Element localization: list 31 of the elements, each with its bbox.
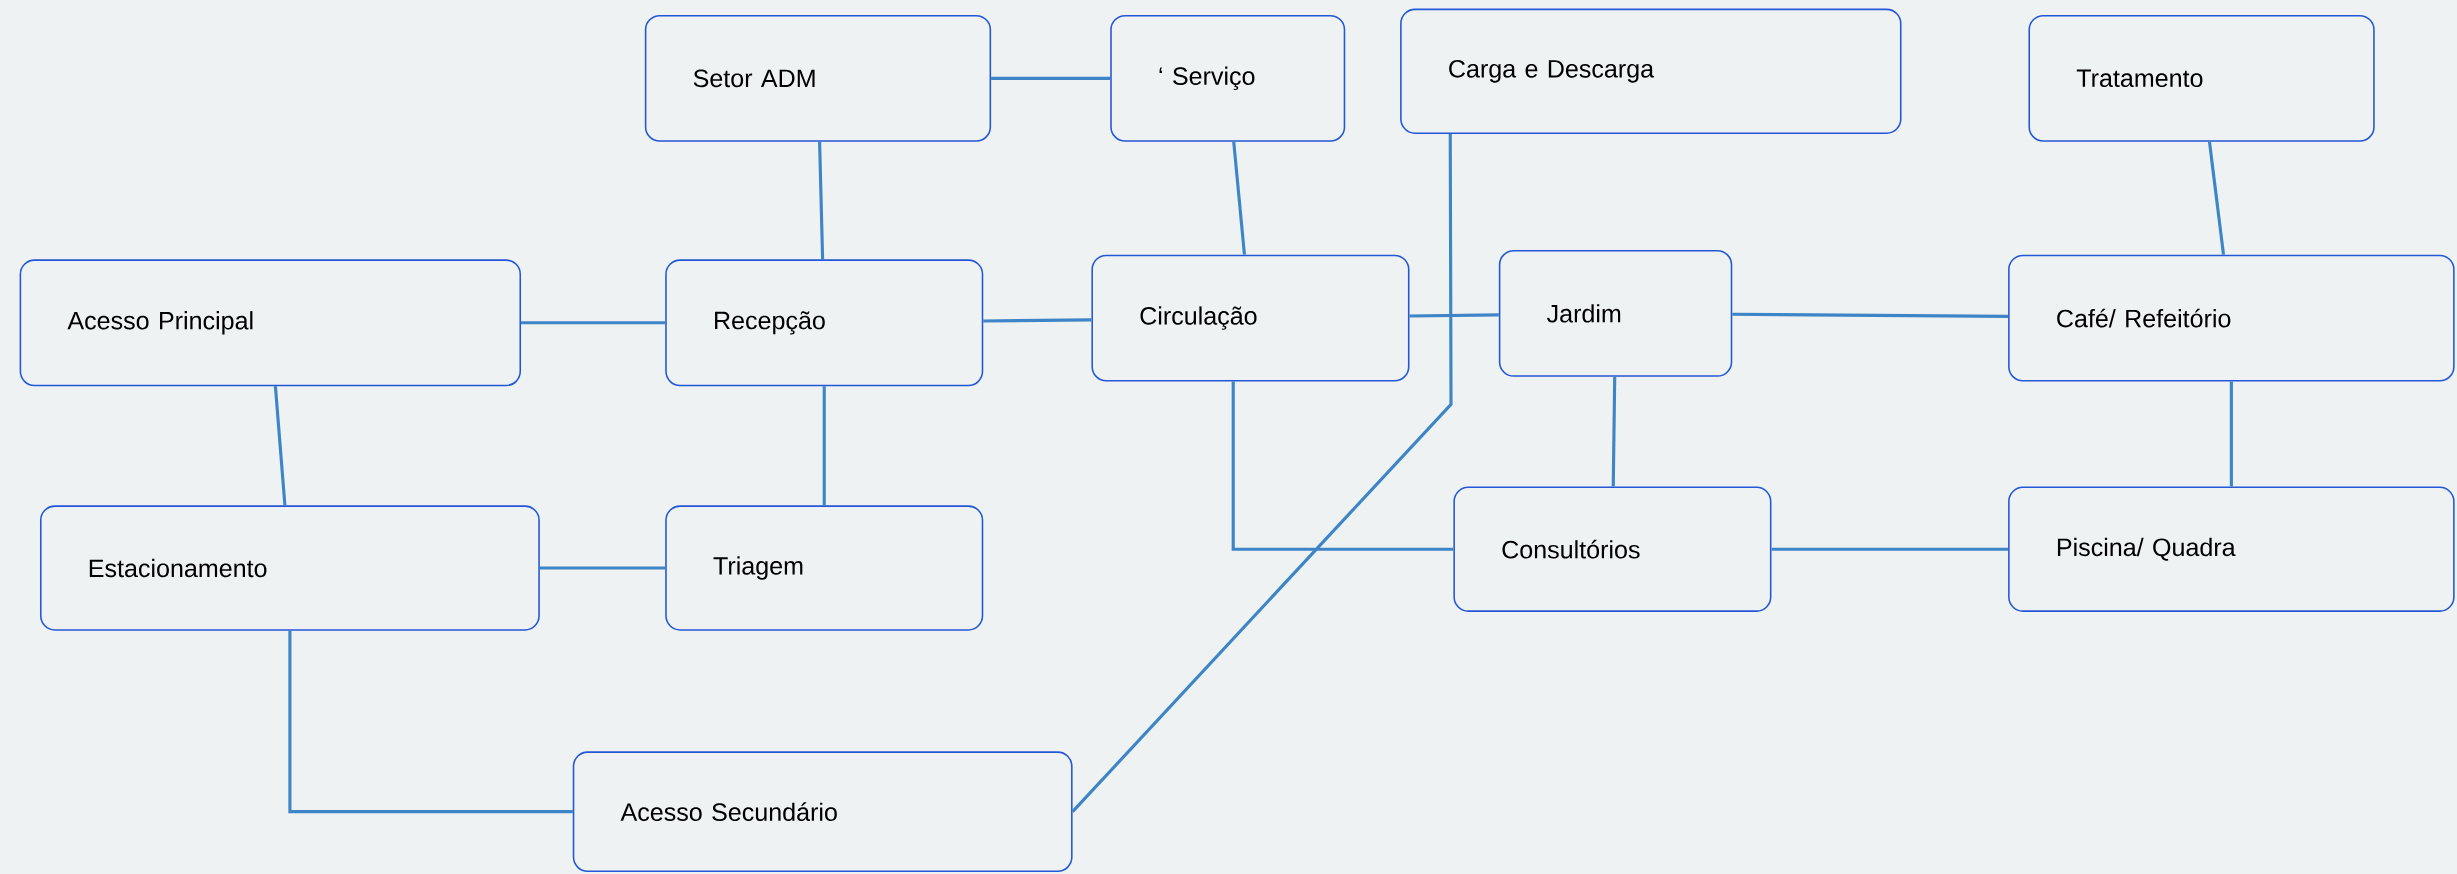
process-box: Tratamento <box>2028 14 2375 142</box>
process-box: ‘ Serviço <box>1110 14 1346 142</box>
connector-line <box>1071 133 1453 813</box>
connector-line <box>1611 376 1617 487</box>
connector-line <box>983 318 1092 323</box>
connector-line <box>2207 141 2226 255</box>
connector-line <box>1232 141 1246 255</box>
process-box: Café/ Refeitório <box>2008 254 2455 382</box>
connector-line <box>273 385 287 506</box>
connector-line <box>288 630 573 814</box>
process-box: Acesso Principal <box>19 259 522 387</box>
connector-line <box>818 141 825 260</box>
connector-line <box>1771 547 2009 551</box>
process-box: Piscina/ Quadra <box>2008 486 2455 612</box>
process-box: Setor ADM <box>644 14 992 142</box>
connector-line <box>822 386 826 506</box>
process-box: Jardim <box>1498 249 1733 377</box>
connector-line <box>521 321 666 325</box>
process-box: Acesso Secundário <box>572 751 1073 872</box>
connector-line <box>1732 312 2009 318</box>
process-box: Triagem <box>665 505 984 631</box>
connector-line <box>2229 381 2233 487</box>
process-box: Circulação <box>1091 254 1410 382</box>
process-box: Estacionamento <box>39 505 540 631</box>
process-box: Recepção <box>665 259 984 387</box>
connector-line <box>1231 381 1454 551</box>
process-box: Carga e Descarga <box>1400 8 1902 134</box>
connector-line <box>1409 313 1499 318</box>
connector-line <box>539 566 666 570</box>
process-box: Consultórios <box>1453 486 1772 612</box>
connector-line <box>991 76 1111 80</box>
